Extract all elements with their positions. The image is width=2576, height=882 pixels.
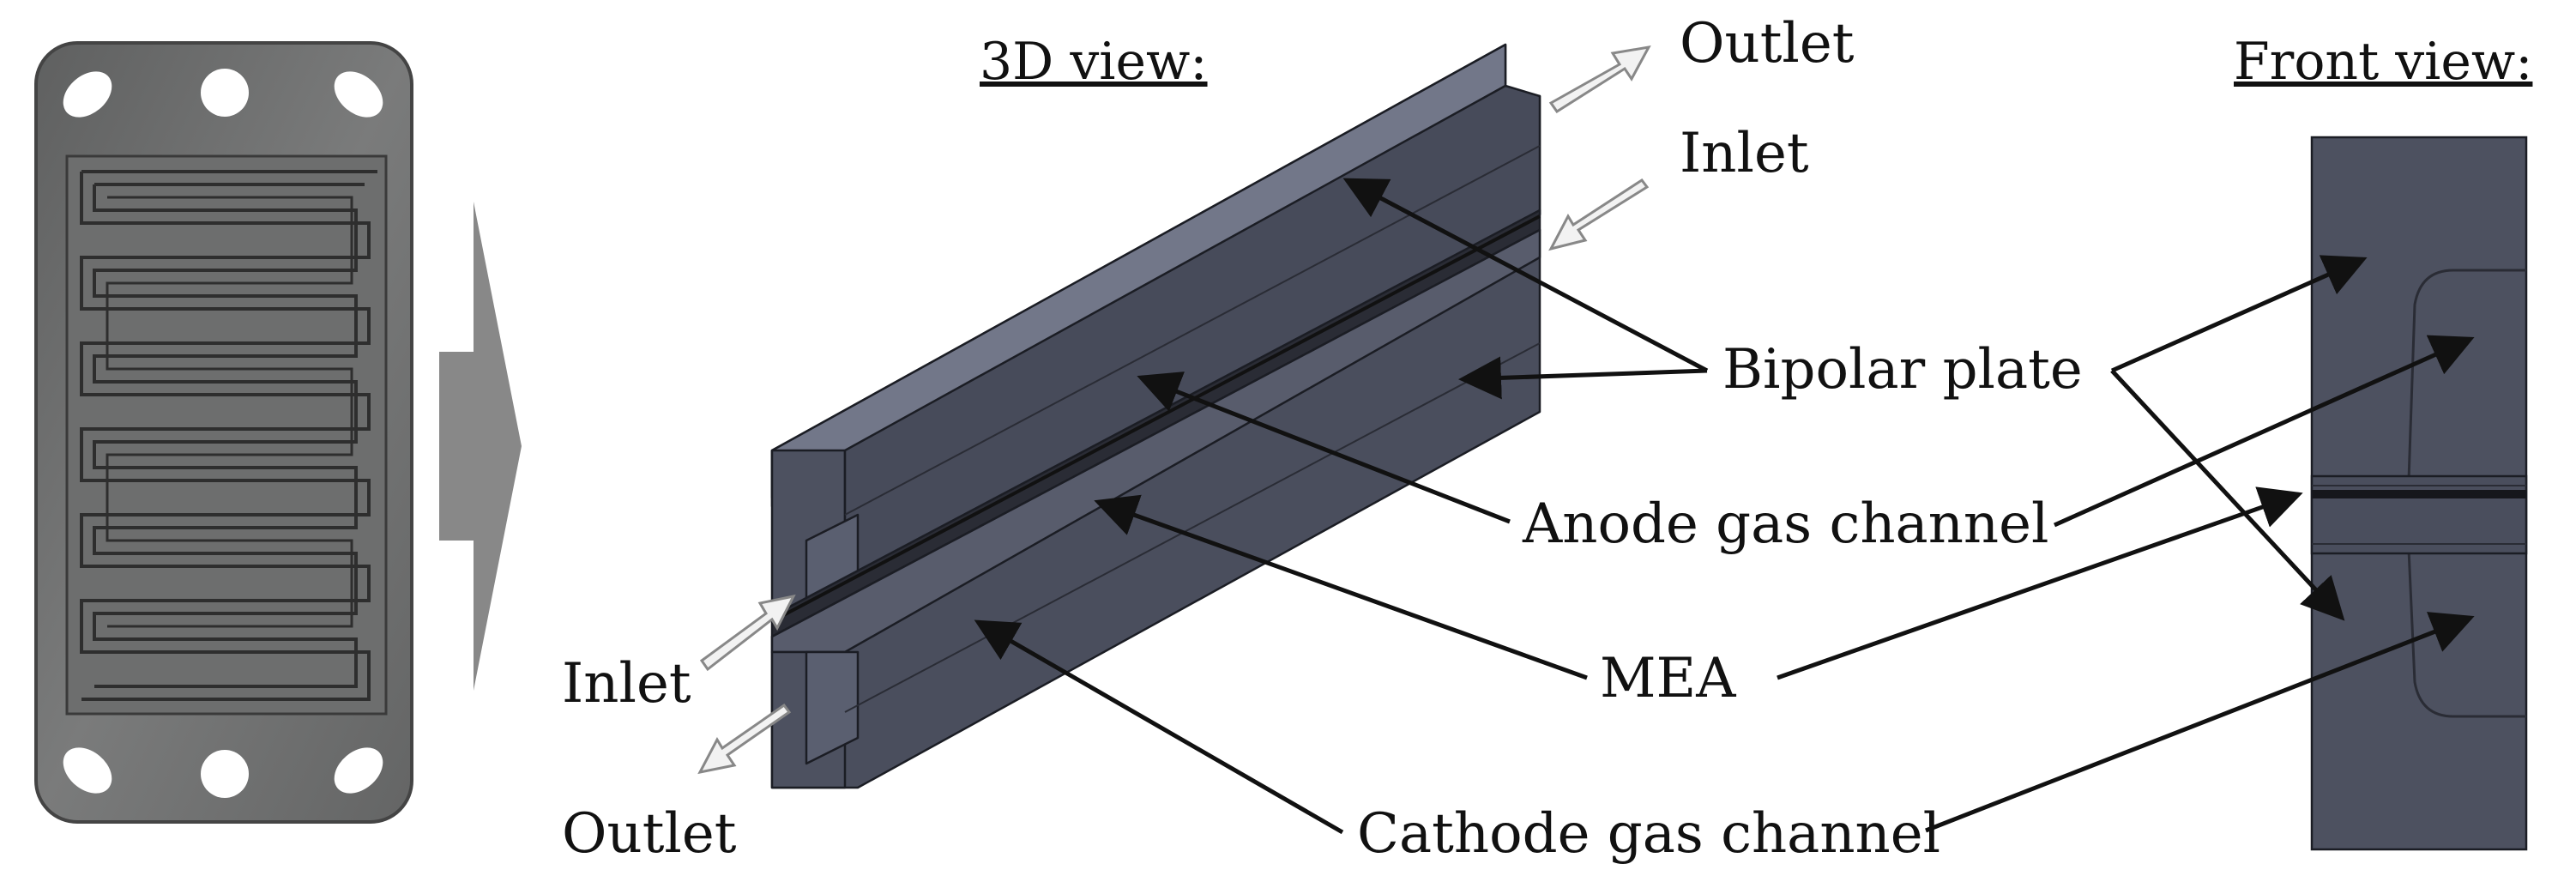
front-anode-channel xyxy=(2407,269,2526,481)
leader-arrows-3d xyxy=(974,178,1709,835)
label-bipolar-plate: Bipolar plate xyxy=(1722,338,2083,402)
inlet-top-arrow-icon xyxy=(1548,178,1650,251)
serpentine-flow-field xyxy=(65,154,388,716)
flow-arrows xyxy=(697,45,1651,775)
front-cathode-channel xyxy=(2407,548,2526,718)
label-outlet-top: Outlet xyxy=(1680,12,1855,76)
bolt-holes xyxy=(63,69,383,798)
label-inlet-top: Inlet xyxy=(1680,122,1809,185)
label-inlet-left: Inlet xyxy=(562,652,691,716)
label-outlet-bottom: Outlet xyxy=(562,802,737,866)
front-mea-band xyxy=(2310,474,2528,555)
front-view-section xyxy=(2310,136,2528,851)
title-3d-view: 3D view: xyxy=(980,32,1208,92)
cathode-channel-cut xyxy=(805,650,860,765)
leader-arrows-front xyxy=(1777,255,2475,833)
inlet-left-arrow-icon xyxy=(699,594,796,672)
cell-3d-model xyxy=(770,43,1541,789)
label-mea: MEA xyxy=(1600,647,1736,710)
outlet-bottom-arrow-icon xyxy=(697,703,792,775)
label-cathode-gas-channel: Cathode gas channel xyxy=(1357,802,1940,866)
bipolar-plate-photo xyxy=(34,41,413,824)
big-right-arrow-icon xyxy=(439,202,522,691)
title-front-view: Front view: xyxy=(2234,32,2532,92)
outlet-top-arrow-icon xyxy=(1548,45,1651,114)
label-anode-gas-channel: Anode gas channel xyxy=(1522,492,2048,556)
